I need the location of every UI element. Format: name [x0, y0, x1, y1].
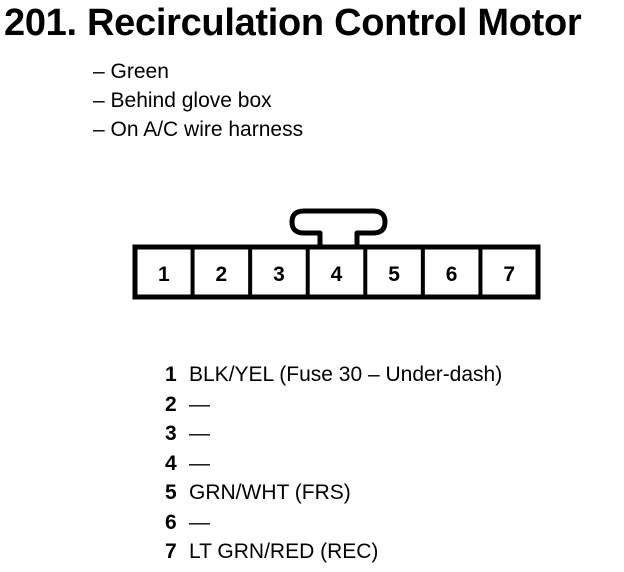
connector-pin-7: 7 — [503, 263, 515, 286]
pin-number: 6 — [165, 510, 177, 534]
pin-number: 1 — [165, 363, 177, 386]
pin-description: — — [189, 422, 210, 445]
pin-number: 5 — [165, 481, 177, 504]
pin-row-5: 5 GRN/WHT (FRS) — [165, 478, 502, 508]
note-color: – Green — [93, 60, 169, 83]
connector-body — [132, 244, 541, 300]
pin-row-6: 6— — [165, 508, 502, 538]
connector-pin-2: 2 — [216, 263, 228, 286]
connector-pin-5: 5 — [388, 263, 400, 286]
pin-description: LT GRN/RED (REC) — [189, 540, 379, 563]
connector-pin-1: 1 — [158, 263, 170, 286]
pin-description: — — [189, 510, 210, 534]
location-notes: – Green – Behind glove box – On A/C wire… — [93, 57, 303, 144]
connector-lock-tab — [289, 208, 388, 247]
connector-pin-4: 4 — [331, 263, 343, 286]
pin-row-1: 1 BLK/YEL (Fuse 30 – Under-dash) — [165, 360, 502, 390]
pin-number: 4 — [165, 451, 177, 475]
pin-row-3: 3— — [165, 419, 502, 449]
pin-row-7: 7 LT GRN/RED (REC) — [165, 537, 502, 567]
pin-row-4: 4— — [165, 449, 502, 479]
pin-description: BLK/YEL (Fuse 30 – Under-dash) — [189, 363, 503, 386]
note-location: – Behind glove box — [93, 89, 272, 112]
connector-pin-6: 6 — [446, 263, 458, 286]
pin-description: — — [189, 392, 210, 416]
note-harness: – On A/C wire harness — [93, 118, 304, 141]
pin-number: 7 — [165, 540, 177, 563]
pin-number: 3 — [165, 422, 177, 445]
pin-row-2: 2— — [165, 390, 502, 420]
pin-description: GRN/WHT (FRS) — [189, 481, 351, 504]
page-title: 201. Recirculation Control Motor — [4, 2, 582, 44]
pin-number: 2 — [165, 392, 177, 416]
connector-pin-3: 3 — [273, 263, 285, 286]
pin-description: — — [189, 451, 210, 475]
